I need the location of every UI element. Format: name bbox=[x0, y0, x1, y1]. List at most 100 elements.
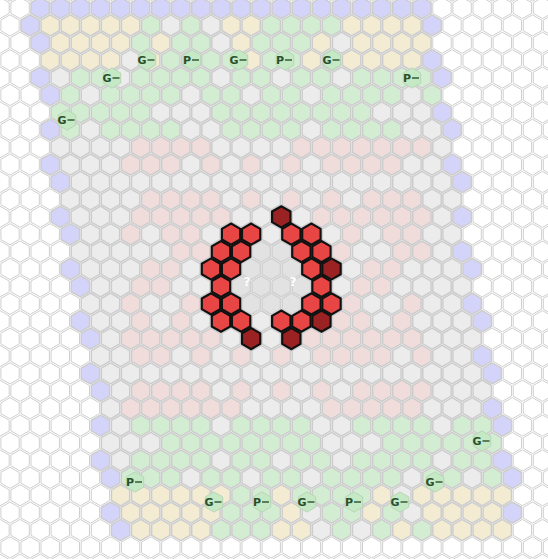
unit-marker: G bbox=[425, 477, 434, 488]
hex-cell bbox=[483, 84, 501, 105]
hex-cell bbox=[393, 206, 411, 227]
unit-marker: G bbox=[297, 497, 306, 508]
hex-cell bbox=[443, 154, 461, 175]
hex-cell bbox=[393, 554, 411, 559]
hex-cell bbox=[101, 119, 119, 140]
hex-cell bbox=[513, 450, 531, 471]
unit-dash bbox=[483, 440, 490, 441]
hex-cell bbox=[132, 345, 150, 366]
hex-cell bbox=[443, 293, 461, 314]
hex-cell bbox=[413, 276, 431, 297]
hex-cell bbox=[463, 363, 481, 384]
hex-cell bbox=[533, 311, 548, 332]
hex-cell bbox=[71, 67, 89, 88]
hex-cell bbox=[21, 398, 39, 419]
hex-cell bbox=[142, 537, 160, 558]
hex-cell bbox=[242, 119, 260, 140]
hex-cell bbox=[342, 50, 360, 71]
hex-cell bbox=[262, 119, 280, 140]
hex-cell bbox=[433, 311, 451, 332]
hex-cell bbox=[121, 363, 139, 384]
unit-hex bbox=[230, 50, 247, 70]
hex-cell bbox=[533, 415, 548, 436]
hex-cell bbox=[31, 241, 49, 262]
hex-cell bbox=[182, 328, 200, 349]
hex-cell bbox=[262, 432, 280, 453]
hex-cell bbox=[262, 154, 280, 175]
hex-cell bbox=[292, 206, 310, 227]
hex-cell bbox=[132, 137, 150, 158]
hex-cell bbox=[11, 276, 29, 297]
hex-cell bbox=[383, 398, 401, 419]
hex-cell bbox=[503, 502, 521, 523]
hex-cell bbox=[342, 15, 360, 36]
hex-cell bbox=[242, 84, 260, 105]
hex-cell bbox=[312, 311, 330, 332]
hex-cell bbox=[71, 415, 89, 436]
hex-cell bbox=[121, 224, 139, 245]
hex-cell bbox=[463, 50, 481, 71]
hex-cell bbox=[383, 224, 401, 245]
hex-cell bbox=[91, 171, 109, 192]
unit-dash bbox=[333, 59, 340, 60]
hex-cell bbox=[373, 554, 391, 559]
hex-cell bbox=[302, 363, 320, 384]
hex-cell bbox=[172, 137, 190, 158]
hex-cell bbox=[342, 537, 360, 558]
hex-cell bbox=[212, 0, 230, 19]
hex-cell bbox=[132, 380, 150, 401]
hex-cell bbox=[533, 450, 548, 471]
hex-cell bbox=[473, 345, 491, 366]
unit-marker: G bbox=[102, 73, 111, 84]
hex-cell bbox=[1, 119, 19, 140]
hex-cell bbox=[453, 137, 471, 158]
hex-cell bbox=[162, 328, 180, 349]
hex-cell bbox=[312, 345, 330, 366]
hex-cell bbox=[503, 398, 521, 419]
hex-cell bbox=[162, 154, 180, 175]
hex-cell bbox=[533, 485, 548, 506]
hex-cell bbox=[162, 15, 180, 36]
hex-cell bbox=[312, 206, 330, 227]
hex-cell bbox=[443, 398, 461, 419]
hex-cell bbox=[353, 0, 371, 19]
hex-cell bbox=[162, 398, 180, 419]
hex-cell bbox=[111, 171, 129, 192]
hex-cell bbox=[503, 363, 521, 384]
hex-cell bbox=[353, 519, 371, 540]
hex-cell bbox=[21, 224, 39, 245]
hex-cell bbox=[403, 537, 421, 558]
hex-cell bbox=[192, 206, 210, 227]
hex-cell bbox=[383, 258, 401, 279]
hex-cell bbox=[222, 537, 240, 558]
hex-cell bbox=[192, 415, 210, 436]
hex-cell bbox=[142, 84, 160, 105]
hex-cell bbox=[423, 224, 441, 245]
hex-cell bbox=[503, 432, 521, 453]
hex-cell bbox=[533, 137, 548, 158]
hex-cell bbox=[272, 102, 290, 123]
hex-cell bbox=[533, 380, 548, 401]
unit-hex bbox=[473, 431, 490, 451]
hex-cell bbox=[31, 67, 49, 88]
hex-cell bbox=[111, 206, 129, 227]
hex-cell bbox=[212, 345, 230, 366]
hex-cell bbox=[152, 415, 170, 436]
hex-cell bbox=[302, 328, 320, 349]
hex-cell bbox=[212, 171, 230, 192]
hex-cell bbox=[383, 363, 401, 384]
hex-cell bbox=[222, 15, 240, 36]
hex-cell bbox=[433, 554, 451, 559]
hex-cell bbox=[393, 415, 411, 436]
hex-cell bbox=[232, 67, 250, 88]
hex-cell bbox=[342, 84, 360, 105]
hex-cell bbox=[523, 328, 541, 349]
hex-cell bbox=[322, 258, 340, 279]
hex-cell bbox=[513, 67, 531, 88]
hex-cell bbox=[172, 345, 190, 366]
hex-cell bbox=[212, 137, 230, 158]
hex-cell bbox=[473, 241, 491, 262]
hex-cell bbox=[51, 485, 69, 506]
hex-cell bbox=[142, 432, 160, 453]
hex-cell bbox=[342, 258, 360, 279]
